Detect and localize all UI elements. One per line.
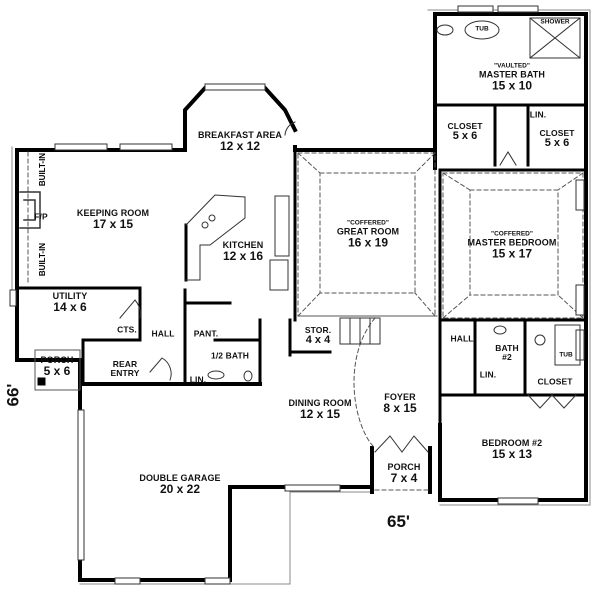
room-label-closet-right: CLOSET 5 x 6: [539, 127, 575, 149]
room-label-hall-right: HALL: [450, 333, 474, 344]
room-label-breakfast-area: BREAKFAST AREA 12 x 12: [197, 129, 283, 154]
room-label-bath-2: BATH #2: [495, 343, 519, 362]
room-label-half-bath: 1/2 BATH: [211, 350, 249, 361]
room-label-keeping-room: KEEPING ROOM 17 x 15: [76, 207, 150, 232]
room-label-foyer: FOYER 8 x 15: [383, 391, 417, 416]
fireplace-label: F/P: [34, 211, 48, 222]
room-label-hall-left: HALL: [151, 328, 175, 339]
builtin-label-bottom: BUILT-IN: [38, 242, 48, 277]
room-label-master-bedroom: "COFFERED" MASTER BEDROOM 15 x 17: [467, 230, 557, 261]
fixture-label-shower: SHOWER: [540, 18, 570, 26]
room-label-porch-rear: PORCH 5 x 6: [40, 354, 74, 379]
room-label-linen-master: LIN.: [529, 109, 547, 120]
room-label-utility: UTILITY 14 x 6: [52, 290, 88, 315]
room-label-storage: STOR. 4 x 4: [304, 324, 332, 346]
room-label-porch-front: PORCH 7 x 4: [387, 461, 421, 486]
room-label-linen-half-bath: LIN.: [189, 374, 207, 385]
room-label-bedroom-2: BEDROOM #2 15 x 13: [481, 437, 543, 462]
room-label-double-garage: DOUBLE GARAGE 20 x 22: [139, 472, 221, 497]
room-label-closet-bedroom-2: CLOSET: [537, 376, 573, 387]
room-label-master-bath: "VAULTED" MASTER BATH 15 x 10: [479, 62, 545, 93]
room-label-kitchen: KITCHEN 12 x 16: [222, 239, 264, 264]
room-label-rear-entry: REAR ENTRY: [110, 359, 140, 378]
builtin-label-top: BUILT-IN: [38, 152, 48, 187]
room-label-linen-bath-2: LIN.: [479, 369, 497, 380]
overall-width-dimension: 65': [387, 512, 410, 531]
room-label-cts: CTS.: [117, 324, 137, 335]
room-label-pantry: PANT.: [193, 328, 219, 339]
room-label-dining-room: DINING ROOM 12 x 15: [288, 397, 352, 422]
room-label-great-room: "COFFERED" GREAT ROOM 16 x 19: [336, 219, 400, 250]
room-label-closet-left: CLOSET 5 x 6: [447, 120, 483, 142]
fixture-label-tub: TUB: [475, 25, 489, 33]
fixture-label-tub-2: TUB: [559, 351, 573, 359]
overall-depth-dimension: 66': [3, 383, 23, 407]
